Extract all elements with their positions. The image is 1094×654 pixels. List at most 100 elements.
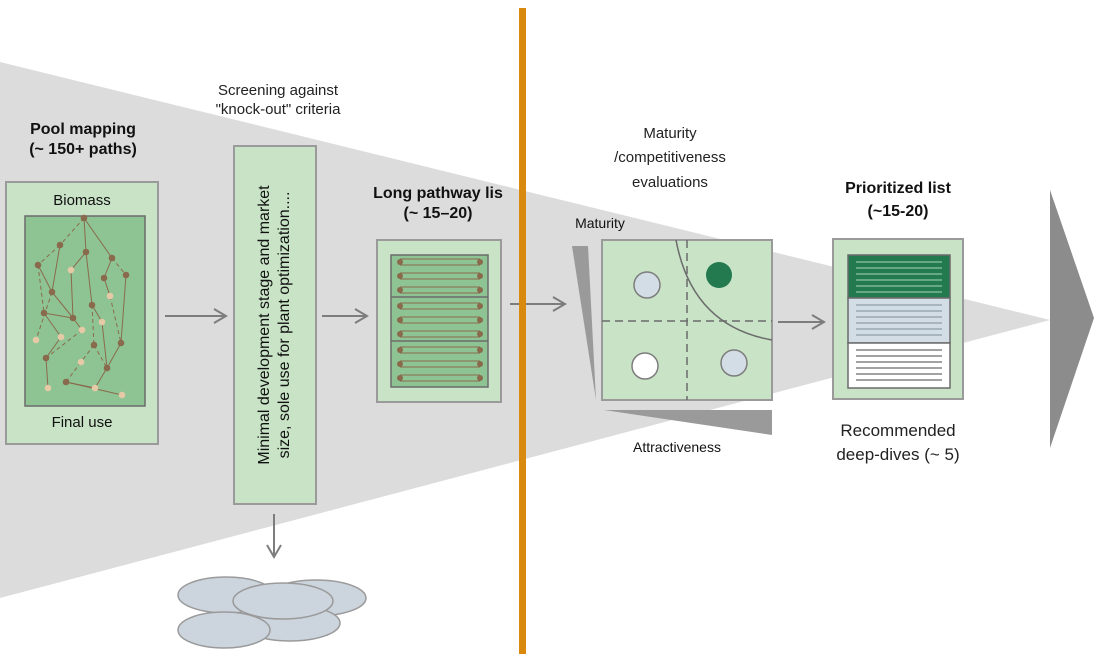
row-end-dot [477,331,483,337]
network-edge [83,217,113,259]
row-end-dot [397,331,403,337]
attractiveness-axis-label: Attractiveness [633,439,721,455]
network-edge [70,269,74,319]
network-node [69,314,77,322]
network-edge [111,257,127,276]
row-end-dot [397,347,403,353]
maturity-axis-wedge [572,246,596,400]
row-end-dot [477,375,483,381]
network-edge [120,274,127,344]
discarded-pathways-cluster [177,576,367,649]
network-node [48,288,56,296]
network-edge [43,312,62,338]
prioritized-subtitle: (~15-20) [868,203,929,220]
long-list-rows [391,258,488,382]
row-end-dot [397,361,403,367]
criteria-text-line1: Minimal development stage and market [256,185,273,465]
arrow-matrix-to-prioritized [778,314,826,330]
network-node [108,254,116,262]
network-nodes [32,214,130,399]
pool-title: Pool mapping [30,121,136,138]
network-edge [59,217,85,246]
row-end-dot [477,273,483,279]
row-end-dot [477,303,483,309]
pathway-circle-bottom-left [631,352,659,380]
arrow-pool-to-screening [165,308,228,324]
row-end-dot [397,287,403,293]
network-edge [51,291,74,319]
network-edge [45,329,83,359]
network-edge [65,381,96,389]
row-end-dot [477,287,483,293]
row-end-dot [477,361,483,367]
arrow-down-to-discarded [266,514,282,559]
network-node [103,364,111,372]
network-node [117,339,125,347]
network-node [77,358,85,366]
network-edge [51,244,61,293]
final-use-label: Final use [52,414,113,431]
attractiveness-axis-wedge [604,410,772,435]
network-edge [37,264,53,293]
network-node [122,271,130,279]
row-end-dot [397,273,403,279]
row-end-dot [397,375,403,381]
network-node [91,384,99,392]
efficient-frontier-curve [675,239,773,341]
network-edge [94,367,108,389]
network-edge [101,321,108,369]
maturity-axis-label: Maturity [575,215,625,231]
network-node [100,274,108,282]
row-end-dot [397,259,403,265]
evaluation-matrix [601,239,773,401]
pathway-circle-top-left [633,271,661,299]
network-edge [37,244,61,266]
network-edge [103,257,113,279]
pathway-circle-bottom-right [720,349,748,377]
network-node [106,292,114,300]
network-node [42,354,50,362]
screening-heading-2: "knock-out" criteria [216,101,342,118]
pool-mapping-box: Biomass Final use [5,181,159,445]
network-node [67,266,75,274]
network-node [98,318,106,326]
network-node [118,391,126,399]
evaluation-heading-3: evaluations [632,174,708,191]
network-node [34,261,42,269]
row-end-dot [477,347,483,353]
screening-heading: Screening against [218,82,339,99]
biomass-label: Biomass [53,192,111,209]
network-node [56,241,64,249]
arrow-screening-to-long-list [322,308,369,324]
network-node [88,301,96,309]
network-edge [85,251,93,306]
row-end-dot [477,259,483,265]
network-node [62,378,70,386]
network-edge [45,336,62,359]
network-edge [106,342,122,369]
next-step-chevron [1050,190,1094,448]
network-edge [80,344,95,363]
row-end-dot [397,317,403,323]
network-node [32,336,40,344]
long-list-subtitle: (~ 15–20) [404,205,473,222]
prioritized-list-box [832,238,964,400]
evaluation-heading: Maturity [643,125,697,142]
criteria-text-line2: size, sole use for plant optimization...… [276,192,293,459]
phase-divider-line [519,8,526,654]
network-node [82,248,90,256]
network-edge [109,295,122,344]
row-end-dot [397,303,403,309]
prioritized-title: Prioritized list [845,180,951,197]
network-edge [93,344,108,369]
network-node [40,309,48,317]
long-list-title: Long pathway lis [373,185,503,202]
network-node [78,326,86,334]
prioritized-list-lines [856,261,942,381]
network-node [90,341,98,349]
pathway-circle-top-right [706,262,732,288]
long-list-box [376,239,502,403]
network-edge [35,291,53,341]
network-edge [37,264,45,314]
